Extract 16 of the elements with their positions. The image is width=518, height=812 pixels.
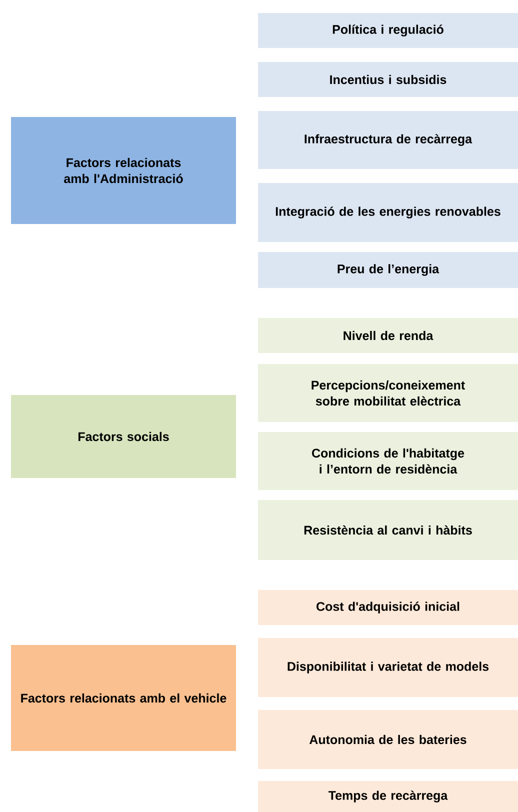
factor-box: Política i regulació xyxy=(258,13,518,48)
factor-box: Temps de recàrrega xyxy=(258,781,518,812)
factor-box: Condicions de l'habitatge i l’entorn de residència xyxy=(258,432,518,490)
group-box: Factors relacionats amb el vehicle xyxy=(11,645,236,751)
factor-box: Infraestructura de recàrrega xyxy=(258,111,518,169)
factor-box: Nivell de renda xyxy=(258,318,518,353)
factor-box: Resistència al canvi i hàbits xyxy=(258,500,518,560)
group-box: Factors socials xyxy=(11,395,236,478)
factor-box: Preu de l’energia xyxy=(258,252,518,288)
factor-box: Autonomia de les bateries xyxy=(258,710,518,769)
factor-box: Integració de les energies renovables xyxy=(258,183,518,242)
group-box: Factors relacionats amb l'Administració xyxy=(11,117,236,224)
factor-box: Percepcions/coneixement sobre mobilitat elèctrica xyxy=(258,364,518,422)
factor-box: Incentius i subsidis xyxy=(258,62,518,97)
factor-box: Disponibilitat i varietat de models xyxy=(258,638,518,697)
factor-box: Cost d'adquisició inicial xyxy=(258,590,518,625)
